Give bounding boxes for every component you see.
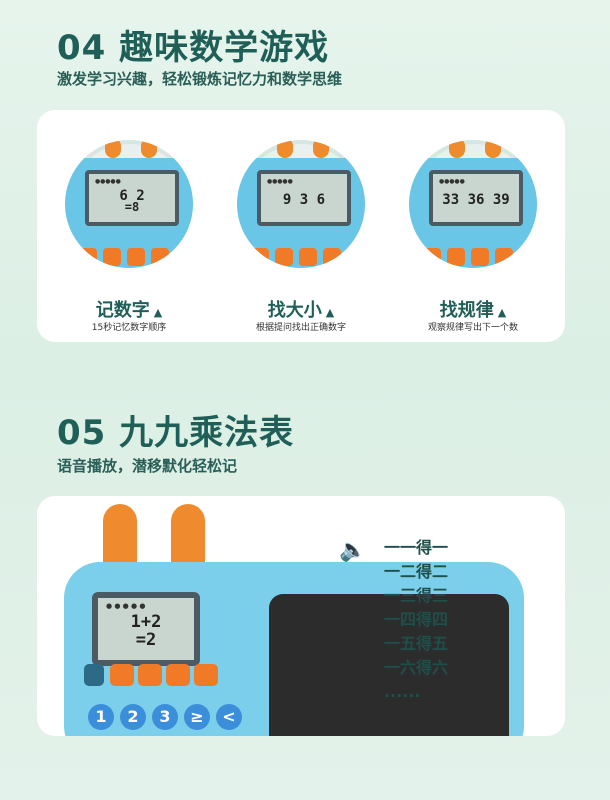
table-row: 一一得一 [384,538,449,557]
number-key[interactable]: 3 [152,704,178,730]
table-row: 一五得五 [384,634,449,653]
table-row: 一六得六 [384,658,449,677]
function-keys [84,664,234,690]
lcd-screen: ● ● ● ● ● 1+2 =2 [92,592,200,666]
game-description: 根据提问找出正确数字 [255,323,346,333]
lcd-value-2: =2 [135,630,157,650]
number-key[interactable]: ≥ [184,704,210,730]
triangle-icon: ▲ [325,306,335,319]
function-key[interactable] [110,664,134,686]
function-key[interactable] [194,664,218,686]
lcd-value: 33 36 39 [442,192,510,208]
multiplication-list: 一一得一 一二得二 一三得三 一四得四 一五得五 一六得六 ...... [384,536,448,704]
table-row: 一三得三 [384,586,449,605]
section1-title: 04 趣味数学游戏 [57,28,330,68]
multiplication-card: ● ● ● ● ● 1+2 =2 1 2 3 ≥ < 🔈 一一得一 一二得二 一… [37,496,565,736]
triangle-icon: ▲ [497,306,507,319]
lcd-value: 6 2 [119,188,145,204]
function-key[interactable] [166,664,190,686]
device-body: ● ● ● ● ● 1+2 =2 1 2 3 ≥ < [64,562,524,736]
drawing-screen [269,594,509,736]
table-row: ...... [384,682,421,701]
game-description: 15秒记忆数字顺序 [91,323,167,333]
table-row: 一四得四 [384,610,449,629]
device-preview: ● ● ● ● ● 33 36 39 [409,140,537,268]
game-card-memory: ● ● ● ● ● 6 2 =8 记数字▲ 15秒记忆数字顺序 [49,110,209,342]
number-key[interactable]: 1 [88,704,114,730]
table-row: 一二得二 [384,562,449,581]
section1-subtitle: 激发学习兴趣，轻松锻炼记忆力和数学思维 [57,70,343,88]
section2-title: 05 九九乘法表 [57,413,295,453]
game-card-compare: ● ● ● ● ● 9 3 6 找大小▲ 根据提问找出正确数字 [221,110,381,342]
number-key[interactable]: < [216,704,242,730]
game-card-pattern: ● ● ● ● ● 33 36 39 找规律▲ 观察规律写出下一个数 [393,110,553,342]
game-label: 找大小▲ [267,300,335,321]
function-key[interactable] [138,664,162,686]
lcd-value: 9 3 6 [282,192,326,208]
game-description: 观察规律写出下一个数 [427,323,518,333]
games-card: ● ● ● ● ● 6 2 =8 记数字▲ 15秒记忆数字顺序 ● ● ● ● … [37,110,565,342]
gamepad-key[interactable] [84,664,104,686]
game-label: 记数字▲ [95,300,163,321]
device-preview: ● ● ● ● ● 9 3 6 [237,140,365,268]
lcd-screen: ● ● ● ● ● 9 3 6 [257,170,351,226]
section2-subtitle: 语音播放，潜移默化轻松记 [57,457,238,475]
lcd-value: 1+2 [130,612,162,632]
lcd-screen: ● ● ● ● ● 6 2 =8 [85,170,179,226]
speaker-icon: 🔈 [339,538,367,563]
lcd-value-2: =8 [124,200,140,214]
triangle-icon: ▲ [153,306,163,319]
game-label: 找规律▲ [439,300,507,321]
lcd-screen: ● ● ● ● ● 33 36 39 [429,170,523,226]
number-key[interactable]: 2 [120,704,146,730]
device-preview: ● ● ● ● ● 6 2 =8 [65,140,193,268]
